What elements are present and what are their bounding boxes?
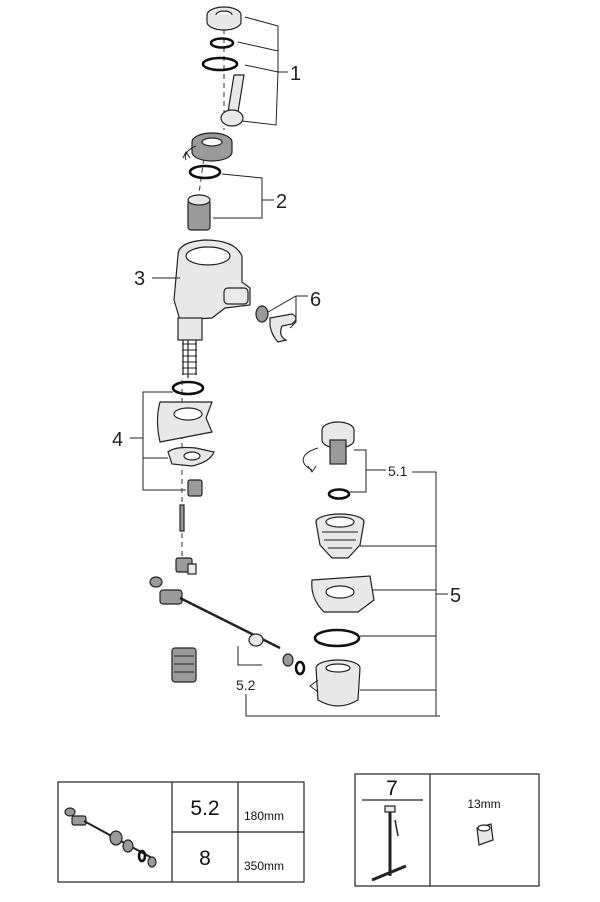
assembly-axis: [181, 20, 225, 560]
leader-2a: [221, 173, 263, 200]
leader-1b: [244, 51, 279, 73]
leader-52a: [237, 646, 262, 666]
leader-4c: [142, 458, 186, 491]
part-nut-cartridge: [182, 132, 233, 231]
part-cap-assembly: [201, 6, 245, 127]
callout-5-2: 5.2: [236, 677, 256, 693]
tool-size: 13mm: [467, 797, 500, 811]
tool-code: 7: [386, 777, 398, 800]
row2-length: 350mm: [244, 859, 284, 873]
callout-6: 6: [310, 289, 321, 311]
rod-length-table: 5.2 180mm 8 350mm: [57, 781, 305, 883]
part-mounting-set: [156, 380, 215, 497]
leader-4a: [142, 391, 173, 438]
tool-table: 7 13mm: [354, 773, 540, 887]
callout-1: 1: [290, 63, 301, 85]
leader-1a: [237, 16, 279, 52]
callout-2: 2: [276, 191, 287, 213]
row1-code: 5.2: [190, 797, 219, 820]
leader-51a: [354, 449, 386, 471]
row1-length: 180mm: [244, 809, 284, 823]
callout-3: 3: [134, 268, 145, 290]
hex-nut-icon: [476, 823, 494, 846]
leader-1c: [241, 71, 279, 126]
part-mixer-body: [173, 239, 251, 378]
leader-2b: [213, 200, 263, 219]
leader-5a: [412, 471, 437, 594]
part-popup-lever: [255, 305, 297, 343]
leader-6b: [289, 296, 297, 329]
leader-51b: [350, 470, 367, 493]
callout-5-1: 5.1: [388, 463, 408, 479]
wrench-tool-icon: [371, 805, 407, 882]
rod-thumbnail: [64, 807, 157, 868]
part-popup-rod: [149, 557, 306, 683]
part-screw: [179, 504, 185, 532]
row2-code: 8: [199, 847, 211, 870]
part-popup-waste: [302, 421, 375, 707]
callout-4: 4: [112, 429, 123, 451]
leader-6a: [267, 295, 308, 313]
callout-5: 5: [450, 585, 461, 607]
leader-52b: [245, 694, 440, 717]
